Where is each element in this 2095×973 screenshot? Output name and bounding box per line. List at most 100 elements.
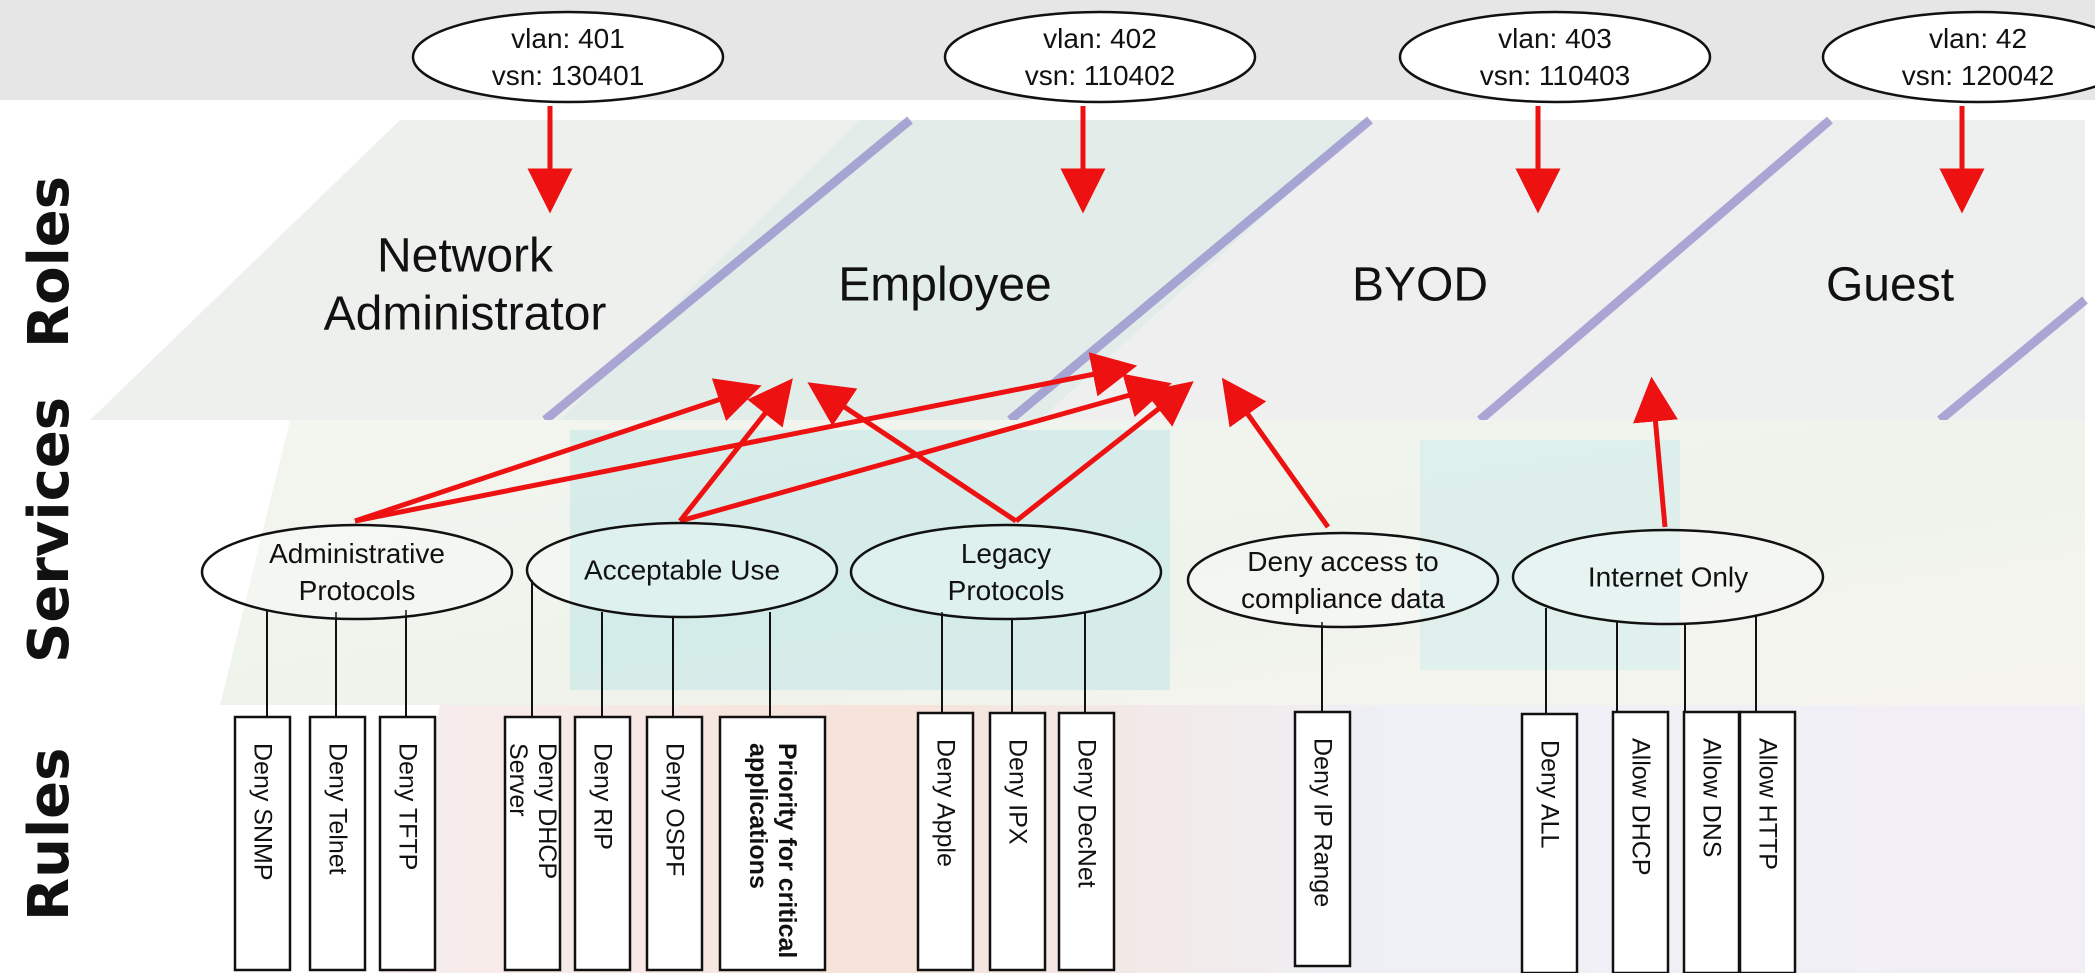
rule-box: Deny RIP bbox=[573, 715, 632, 972]
rule-rect bbox=[1611, 710, 1670, 973]
row-label-rules: Rules bbox=[17, 747, 82, 922]
vlan-text: vlan: 42 bbox=[1929, 23, 2027, 54]
rule-box: Deny Telnet bbox=[308, 715, 367, 972]
mapping-arrow bbox=[1221, 377, 1331, 529]
rule-box: Deny OSPF bbox=[645, 715, 704, 972]
service-node: Internet Only bbox=[1511, 528, 1825, 626]
service-text: compliance data bbox=[1241, 583, 1445, 614]
vlan-text: vsn: 110402 bbox=[1025, 60, 1176, 91]
roles-band-panel-1 bbox=[90, 120, 910, 420]
rule-text: Deny IPX bbox=[1004, 739, 1032, 845]
vlan-label: vlan: 403 vsn: 110403 bbox=[1398, 10, 1712, 104]
rule-box: Deny Apple bbox=[916, 711, 975, 972]
role-divider-1 bbox=[542, 116, 913, 424]
vlan-text: vsn: 120042 bbox=[1902, 60, 2055, 91]
rule-label: Allow HTTP bbox=[1754, 738, 1782, 870]
vlan-ellipse bbox=[1398, 10, 1712, 104]
rule-label: Deny SNMP bbox=[249, 743, 277, 881]
rule-rect bbox=[1293, 710, 1352, 968]
role-divider-2 bbox=[1007, 116, 1373, 424]
rule-text: applications bbox=[744, 743, 772, 889]
service-ellipse bbox=[525, 521, 839, 619]
rule-text: Priority for critical bbox=[773, 743, 801, 958]
rule-box: Allow DNS bbox=[1682, 710, 1741, 973]
role-divider-4 bbox=[1937, 296, 2088, 424]
rule-label: Deny RIP bbox=[589, 743, 617, 850]
row-label-roles: Roles bbox=[17, 175, 82, 348]
mapping-arrow bbox=[1014, 381, 1194, 523]
rule-boxes: Deny SNMP Deny Telnet Deny TFTP Deny DHCPSe… bbox=[233, 710, 1797, 973]
rule-label: Deny IP Range bbox=[1309, 738, 1337, 907]
services-teal-block-2 bbox=[1420, 440, 1680, 670]
rule-text: Deny Telnet bbox=[324, 743, 352, 875]
rule-text: Allow DNS bbox=[1698, 738, 1726, 857]
rule-rect bbox=[1057, 711, 1116, 972]
rule-rect bbox=[503, 715, 562, 972]
vlan-text: vlan: 403 bbox=[1498, 23, 1612, 54]
rule-label: Deny Apple bbox=[932, 739, 960, 867]
mapping-arrow bbox=[807, 382, 1018, 524]
rule-text: Deny SNMP bbox=[249, 743, 277, 881]
service-node: Acceptable Use bbox=[525, 521, 839, 619]
mapping-arrow bbox=[354, 378, 762, 524]
rule-text: Deny Apple bbox=[932, 739, 960, 867]
rule-rect bbox=[573, 715, 632, 972]
rules-band bbox=[380, 705, 2085, 973]
rule-rect bbox=[718, 715, 827, 972]
rule-label: Deny ALL bbox=[1536, 740, 1564, 849]
service-node: Deny access to compliance data bbox=[1186, 531, 1500, 629]
service-ellipse bbox=[849, 523, 1163, 621]
rule-rect bbox=[1682, 710, 1741, 973]
service-text: Deny access to bbox=[1247, 546, 1438, 577]
mapping-arrow bbox=[678, 378, 793, 523]
rule-rect bbox=[308, 715, 367, 972]
role-text: BYOD bbox=[1352, 259, 1488, 312]
rule-label: Deny DecNet bbox=[1073, 739, 1101, 888]
rule-box: Deny ALL bbox=[1520, 712, 1579, 973]
service-ellipse bbox=[1186, 531, 1500, 629]
rule-box: Allow DHCP bbox=[1611, 710, 1670, 973]
rule-text: Allow DHCP bbox=[1627, 738, 1655, 876]
vlan-ellipse bbox=[411, 10, 725, 104]
role-label: BYOD bbox=[1352, 259, 1488, 312]
rule-text: Allow HTTP bbox=[1754, 738, 1782, 870]
rule-box: Deny IPX bbox=[988, 711, 1047, 972]
rule-label: Allow DNS bbox=[1698, 738, 1726, 857]
rule-text: Deny RIP bbox=[589, 743, 617, 850]
vlan-ellipse bbox=[1821, 10, 2095, 104]
vlan-text: vsn: 110403 bbox=[1480, 60, 1631, 91]
role-text: Administrator bbox=[324, 288, 607, 341]
rule-text: Deny DecNet bbox=[1073, 739, 1101, 888]
mapping-arrows bbox=[354, 106, 1985, 529]
role-label: Employee bbox=[838, 259, 1051, 312]
services-teal-block-1 bbox=[570, 430, 1170, 690]
roles-band-panel-4 bbox=[1500, 120, 2085, 420]
row-label-services: Services bbox=[17, 396, 82, 663]
rule-label: Deny TFTP bbox=[394, 743, 422, 870]
rule-text: Deny OSPF bbox=[661, 743, 689, 876]
rule-box: Deny TFTP bbox=[378, 715, 437, 972]
role-text: Network bbox=[377, 230, 554, 283]
rule-text: Deny TFTP bbox=[394, 743, 422, 870]
role-text: Employee bbox=[838, 259, 1051, 312]
rule-rect bbox=[645, 715, 704, 972]
rule-box: Deny SNMP bbox=[233, 715, 292, 972]
service-ellipse bbox=[1511, 528, 1825, 626]
vlan-ellipse bbox=[943, 10, 1257, 104]
rule-box: Allow HTTP bbox=[1738, 710, 1797, 973]
rule-rect bbox=[1520, 712, 1579, 973]
service-text: Legacy bbox=[961, 538, 1051, 569]
service-ellipse bbox=[200, 523, 514, 621]
rule-rect bbox=[988, 711, 1047, 972]
